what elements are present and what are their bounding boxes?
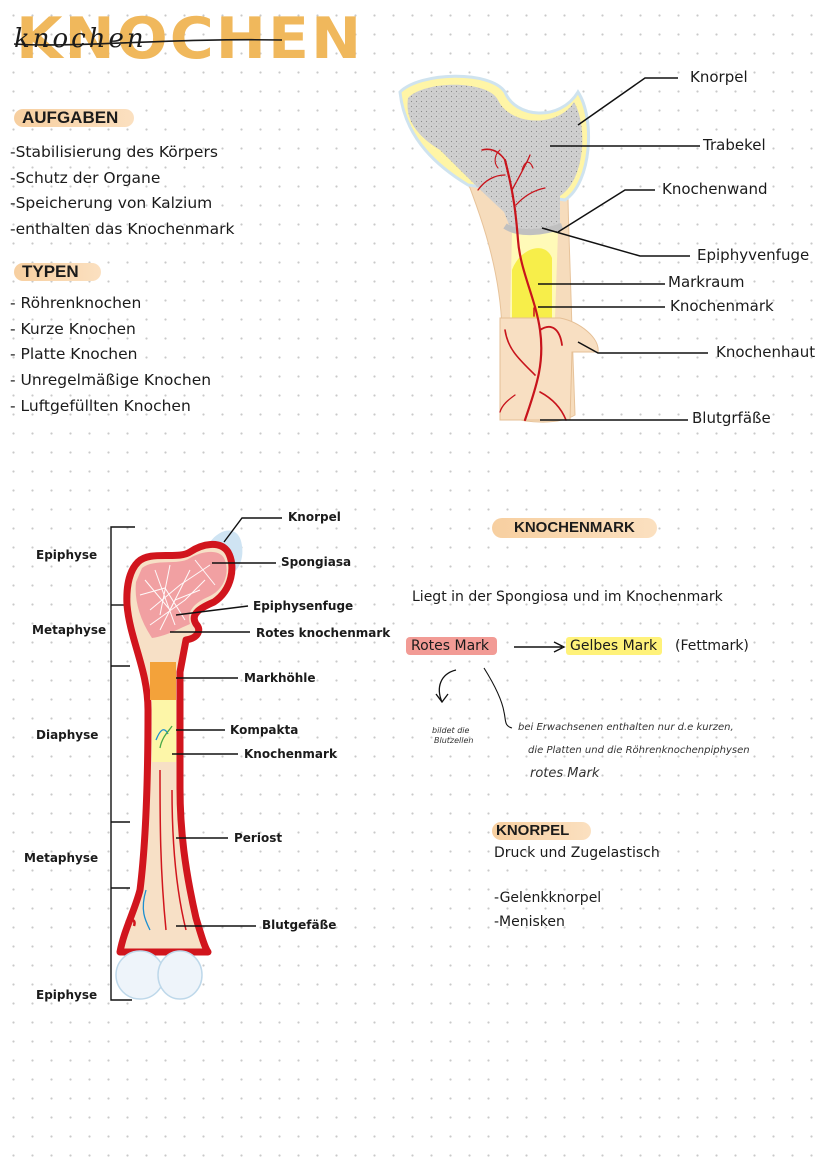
label2-kompakta: Kompakta	[230, 723, 299, 737]
label-markraum: Markraum	[668, 273, 745, 291]
label-knorpel: Knorpel	[690, 68, 748, 86]
bone-section-diagram	[398, 74, 708, 423]
page-title-script: knochen	[14, 24, 147, 54]
knorpel-item-menisken: -Menisken	[494, 914, 565, 930]
label-knochenhaut: Knochenhaut	[716, 343, 816, 361]
label-epiphyvenfuge: Epiphyvenfuge	[697, 246, 810, 264]
section-epiphyse-top: Epiphyse	[36, 548, 98, 562]
label2-markhoehle: Markhöhle	[244, 671, 316, 685]
list-item: -Speicherung von Kalzium	[10, 194, 213, 213]
note-blutzellen: Blutzellen	[434, 736, 474, 745]
rotes-mark-label: Rotes Mark	[406, 637, 498, 655]
leader-lines	[538, 77, 708, 421]
note-bildet: bildet die	[432, 726, 470, 735]
gelbes-mark-label: Gelbes Mark	[566, 637, 663, 655]
label2-knochenmark: Knochenmark	[244, 747, 337, 761]
curved-arrow-icons	[435, 667, 513, 729]
condyle-left	[115, 950, 165, 1000]
page-title: KNOCHEN	[16, 5, 364, 73]
vessel-marks	[125, 725, 173, 931]
list-item: -Stabilisierung des Körpers	[10, 143, 218, 161]
list-item: - Röhrenknochen	[10, 294, 142, 312]
label2-rotes-knochenmark: Rotes knochenmark	[256, 626, 391, 640]
label2-knorpel: Knorpel	[288, 510, 341, 524]
list-item: - Platte Knochen	[10, 345, 138, 364]
label-knochenmark: Knochenmark	[670, 297, 774, 315]
medullary-yellow	[152, 700, 176, 762]
note-rotes-mark: rotes Mark	[530, 766, 600, 781]
aufgaben-heading: AUFGABEN	[14, 109, 135, 127]
long-bone-diagram	[110, 517, 282, 1001]
leader-lines-2	[170, 517, 282, 927]
section-metaphyse-top: Metaphyse	[32, 623, 107, 637]
compacta-lines	[159, 769, 187, 931]
label-blutgefaesse: Blutgrfäße	[692, 409, 771, 427]
aufgaben-list: -Stabilisierung des Körpers -Schutz der …	[10, 140, 235, 243]
knorpel-heading: KNORPEL	[492, 822, 592, 840]
section-diaphyse: Diaphyse	[36, 728, 99, 742]
arrow-right-icon	[514, 641, 566, 653]
label-trabekel: Trabekel	[703, 136, 766, 154]
label2-spongiasa: Spongiasa	[281, 555, 352, 569]
condyle-right	[157, 950, 203, 1000]
knochenmark-heading: KNOCHENMARK	[492, 518, 657, 538]
section-bracket	[110, 526, 135, 1001]
knochenmark-intro: Liegt in der Spongiosa und im Knochenmar…	[412, 589, 723, 605]
blood-vessels	[477, 148, 567, 422]
title-underline-icon	[13, 38, 283, 46]
periosteum-flap	[499, 317, 599, 421]
note-erwachsene: bei Erwachsenen enthalten nur d.e kurzen…	[518, 722, 734, 733]
medullary-orange	[150, 662, 176, 700]
list-item: -Schutz der Organe	[10, 168, 161, 187]
typen-list: - Röhrenknochen - Kurze Knochen - Platte…	[10, 291, 211, 420]
section-metaphyse-bottom: Metaphyse	[24, 851, 99, 865]
typen-heading: TYPEN	[14, 263, 101, 281]
note-platten: die Platten und die Röhrenknochenpiphyse…	[528, 745, 750, 756]
label-knochenwand: Knochenwand	[662, 180, 768, 198]
spongy-trabeculae	[139, 559, 216, 631]
list-item: - Luftgefüllten Knochen	[10, 396, 191, 415]
red-marrow-head	[135, 551, 227, 638]
knorpel-desc: Druck und Zugelastisch	[494, 845, 660, 861]
label2-periost: Periost	[234, 831, 283, 845]
label2-epiphysenfuge: Epiphysenfuge	[253, 599, 354, 613]
fettmark-label: (Fettmark)	[675, 638, 749, 654]
label2-blutgefaesse: Blutgefäße	[262, 918, 337, 932]
list-item: - Unregelmäßige Knochen	[10, 371, 212, 390]
section-epiphyse-bottom: Epiphyse	[36, 988, 98, 1002]
list-item: - Kurze Knochen	[10, 319, 136, 338]
knorpel-item-gelenkknorpel: -Gelenkknorpel	[494, 890, 602, 906]
list-item: -enthalten das Knochenmark	[10, 220, 235, 239]
